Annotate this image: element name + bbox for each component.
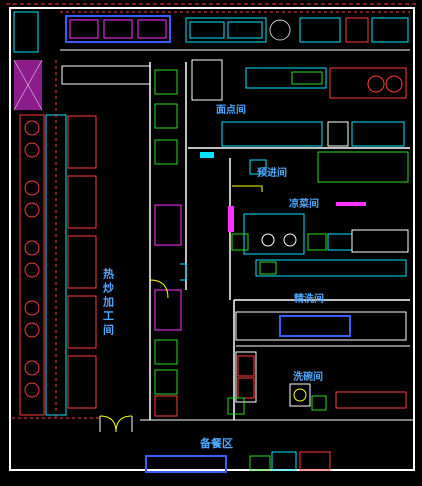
service-area-label: 备餐区 (199, 436, 233, 450)
doors (12, 415, 414, 433)
service-area (145, 451, 331, 473)
cold-dish-area (228, 151, 410, 301)
dishwash-room-label: 洗碗间 (293, 370, 323, 383)
dishwash-room (227, 351, 407, 415)
pastry-room-label: 面点间 (216, 103, 246, 116)
outer-walls (6, 3, 418, 471)
top-equipment-row (13, 11, 410, 53)
pre-entry-room-label: 预进间 (257, 166, 287, 179)
cold-dish-room-label: 凉菜间 (289, 197, 319, 210)
pastry-room (188, 59, 410, 158)
left-storage-column (13, 59, 43, 111)
wok-stations-right (45, 114, 97, 416)
prep-counter (61, 65, 151, 85)
washing-room-label: 精洗间 (294, 292, 324, 305)
washing-room (233, 300, 410, 420)
wok-stations-left (19, 114, 45, 416)
walkway-dashed (55, 60, 150, 420)
central-island (149, 62, 187, 420)
wok-line-room-label: 热炒加工间 (102, 267, 116, 338)
